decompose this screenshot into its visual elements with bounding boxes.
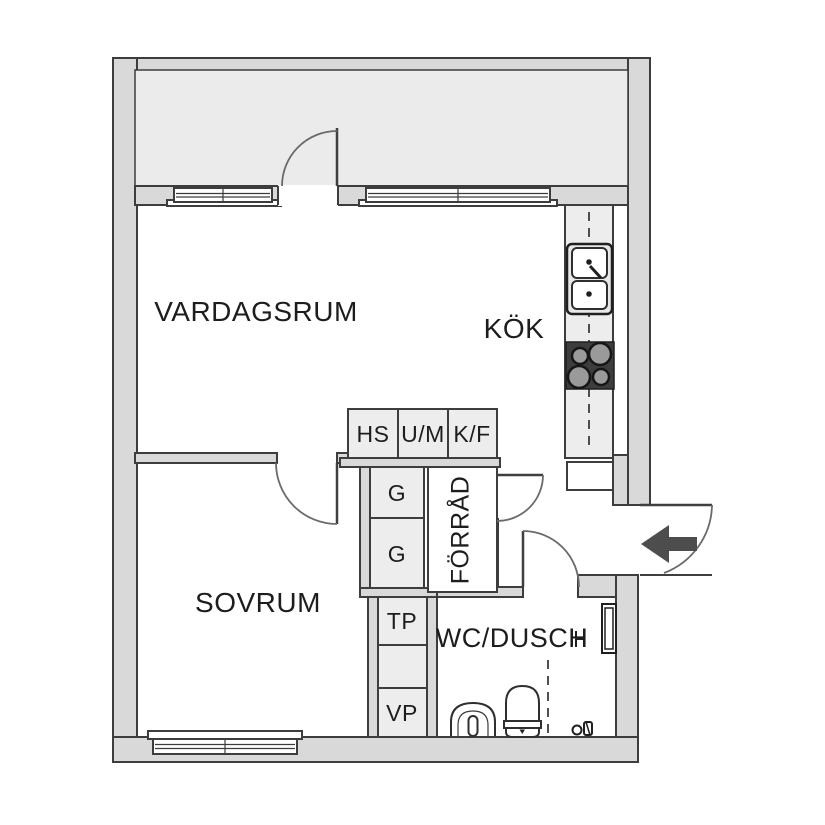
balcony-door-swing — [281, 130, 338, 187]
entry-arrow-icon — [641, 525, 697, 563]
outer-wall-left — [112, 57, 138, 763]
window-living-room — [166, 187, 282, 207]
kitchen-cabinet — [566, 461, 614, 491]
outer-wall-right-upper — [627, 57, 651, 506]
balcony — [134, 69, 629, 187]
toilet-icon — [503, 684, 542, 738]
wall-bedroom-east-upper — [359, 452, 371, 589]
closet-hs-label: HS — [357, 421, 390, 447]
washbasin-icon — [450, 701, 496, 737]
entry-door — [640, 503, 713, 576]
outer-wall-right-lower — [615, 574, 639, 763]
wall-living-bedroom — [134, 452, 278, 464]
wall-bedroom-east-lower — [367, 587, 379, 738]
window-bedroom — [147, 730, 303, 755]
closet-column-tp-vp: TP VP — [377, 596, 428, 738]
storage-room — [427, 466, 498, 593]
kitchen-sink-icon — [565, 242, 614, 316]
closet-row-hs-um-kf: HS U/M K/F — [347, 408, 498, 459]
wall-under-closets — [339, 457, 501, 468]
closet-column-g: G G — [369, 466, 425, 589]
storage-door-swing — [496, 474, 544, 522]
wall-bathroom-west — [426, 596, 438, 738]
storage-door — [496, 473, 544, 522]
bathroom-door-swing — [522, 530, 580, 588]
floor-drain-icon — [571, 721, 593, 736]
closet-um-label: U/M — [401, 421, 445, 447]
closet-middle — [377, 644, 428, 689]
closet-kf — [447, 408, 498, 459]
window-kitchen — [358, 187, 558, 207]
bathroom-door — [521, 530, 580, 588]
closet-kf-label: K/F — [453, 421, 490, 447]
balcony-door — [277, 128, 339, 206]
living-room-label: VARDAGSRUM — [154, 296, 358, 327]
closet-g-lower-label: G — [388, 541, 406, 567]
bathroom-label: WC/DUSCH — [436, 623, 589, 653]
closet-vp — [377, 687, 428, 738]
bedroom-door-swing — [275, 462, 338, 525]
wall-hall-corner — [577, 574, 617, 598]
storage-label: FÖRRÅD — [445, 476, 475, 585]
closet-vp-label: VP — [386, 700, 418, 726]
closet-g-lower — [369, 517, 425, 589]
bedroom-label: SOVRUM — [195, 587, 321, 618]
bedroom-door — [275, 462, 339, 525]
wall-kitchen-hall — [612, 454, 629, 506]
kitchen-label: KÖK — [484, 313, 545, 344]
closet-g-upper — [369, 466, 425, 519]
entry-door-swing — [663, 504, 713, 574]
radiator-icon — [601, 603, 617, 654]
stove-icon — [565, 341, 615, 390]
valve-mark — [575, 631, 585, 647]
closet-g-upper-label: G — [388, 480, 406, 506]
closet-hs — [347, 408, 399, 459]
closet-tp-label: TP — [387, 608, 417, 634]
